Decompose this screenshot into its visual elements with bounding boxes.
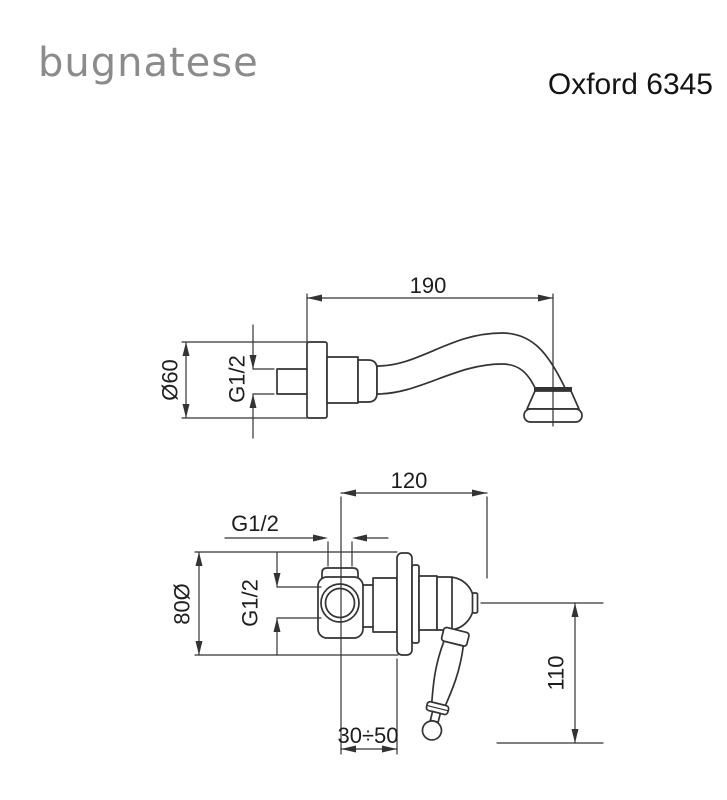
dim-flange-diameter: Ø60 (158, 341, 308, 419)
lever-handle (421, 626, 470, 741)
dim-depth-range: 30÷50 (337, 658, 399, 755)
dim-plate-diameter: 80Ø (170, 551, 399, 656)
spout-technical-view: 190 Ø60 G1/2 (158, 273, 583, 439)
escutcheon-plate (396, 552, 413, 656)
dim-spout-thread: G1/2 (225, 324, 275, 439)
dim-label-depth-range: 30÷50 (337, 723, 398, 748)
dome-cap (436, 576, 479, 631)
dim-label-handle-drop: 110 (544, 655, 569, 690)
spout-body (326, 356, 359, 404)
dome-nub (471, 592, 479, 614)
dim-label-body-width: 120 (391, 468, 428, 493)
dim-label-flange-diameter: Ø60 (158, 359, 183, 401)
mixer-technical-view: 120 G1/2 80Ø G1 (170, 468, 604, 755)
spout-body-cap (357, 359, 378, 403)
cartridge-housing (372, 577, 398, 633)
dim-label-spout-reach: 190 (410, 273, 447, 298)
side-inlet-port-inner (324, 587, 356, 619)
handle-ball (421, 720, 443, 741)
dim-top-thread: G1/2 (224, 511, 389, 567)
spout-inlet-nipple (276, 368, 309, 395)
dim-handle-drop: 110 (480, 602, 604, 744)
dim-body-width: 120 (340, 468, 488, 579)
dim-label-top-thread: G1/2 (231, 511, 279, 536)
dim-side-thread: G1/2 (238, 551, 322, 656)
cartridge-sleeve (418, 575, 438, 631)
wall-flange (306, 341, 328, 419)
dim-label-spout-thread: G1/2 (225, 355, 250, 403)
dim-label-plate-diameter: 80Ø (170, 583, 195, 625)
spout-curve (376, 332, 567, 395)
dim-label-side-thread: G1/2 (238, 579, 263, 627)
brand-logo: bugnatese (38, 40, 259, 86)
model-title: Oxford 6345 (548, 68, 713, 101)
dim-spout-reach: 190 (306, 273, 554, 427)
escutcheon-lip (411, 564, 420, 644)
